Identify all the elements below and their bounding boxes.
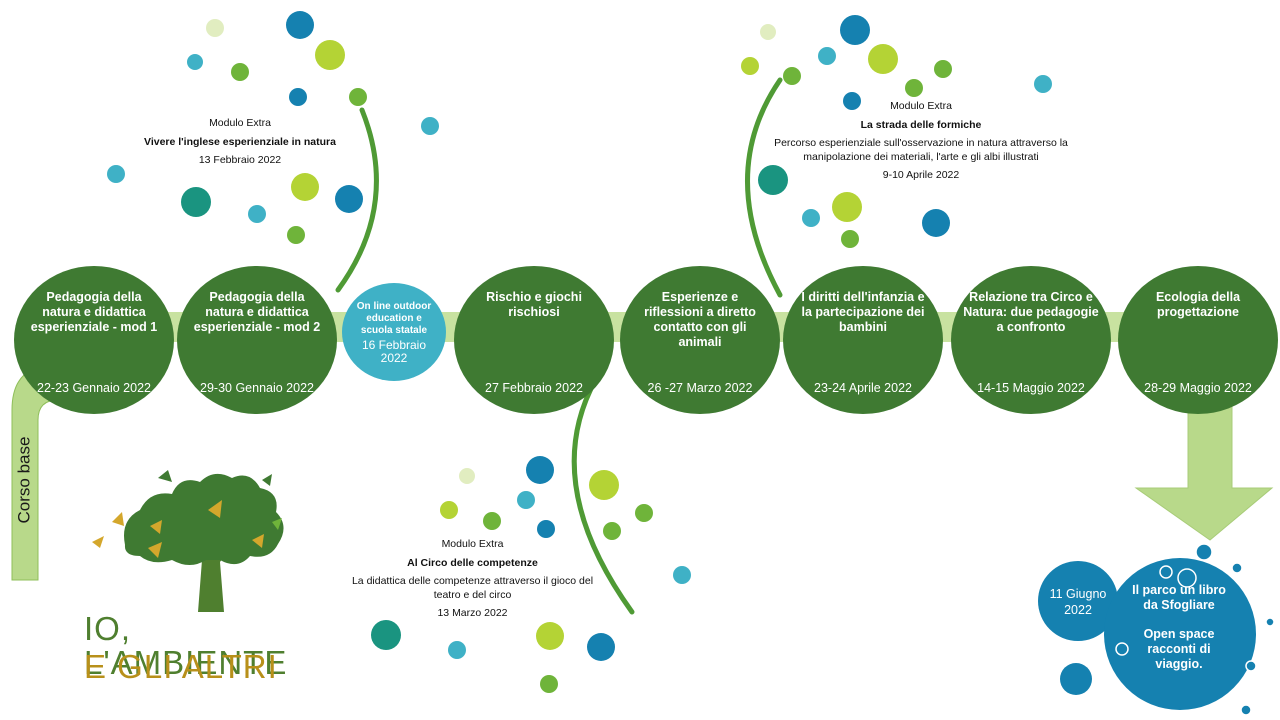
corso-base-label: Corso base (14, 436, 33, 524)
extra-module-2: Modulo Extra La strada delle formiche Pe… (740, 100, 1102, 183)
final-subtitle: Open space racconti di viaggio. (1143, 627, 1215, 671)
extra-date: 9-10 Aprile 2022 (882, 169, 960, 181)
timeline-node-6: I diritti dell'infanzia e la partecipazi… (783, 266, 943, 414)
node-title: Pedagogia della natura e didattica esper… (30, 290, 158, 334)
node-date: 28-29 Maggio 2022 (1144, 381, 1252, 395)
extra-date: 13 Marzo 2022 (437, 607, 508, 619)
extra-title: Vivere l'inglese esperienziale in natura (144, 135, 336, 148)
node-date: 22-23 Gennaio 2022 (37, 381, 151, 395)
node-date: 23-24 Aprile 2022 (814, 381, 912, 395)
extra-label: Modulo Extra (890, 100, 952, 112)
final-date: 11 Giugno 2022 (1049, 587, 1107, 617)
extra-title: La strada delle formiche (860, 118, 982, 131)
node-title: Relazione tra Circo e Natura: due pedago… (963, 290, 1099, 334)
final-event: Il parco un libro da Sfogliare Open spac… (1126, 583, 1232, 672)
extra-module-3: Modulo Extra Al Circo delle competenze L… (345, 538, 600, 621)
node-date: 16 Febbraio 2022 (361, 338, 427, 365)
node-date: 27 Febbraio 2022 (485, 381, 583, 395)
timeline-node-7: Relazione tra Circo e Natura: due pedago… (951, 266, 1111, 414)
timeline-node-8: Ecologia della progettazione 28-29 Maggi… (1118, 266, 1278, 414)
extra-title: Al Circo delle competenze (407, 556, 538, 569)
extra-module-1: Modulo Extra Vivere l'inglese esperienzi… (120, 117, 360, 168)
timeline-node-1: Pedagogia della natura e didattica esper… (14, 266, 174, 414)
node-date: 29-30 Gennaio 2022 (200, 381, 314, 395)
node-title: Pedagogia della natura e didattica esper… (193, 290, 321, 334)
extra-label: Modulo Extra (209, 117, 271, 129)
timeline-node-3: On line outdoor education e scuola stata… (342, 283, 446, 381)
timeline-node-4: Rischio e giochi rischiosi 27 Febbraio 2… (454, 266, 614, 414)
extra-description: Percorso esperienziale sull'osservazione… (774, 137, 1068, 163)
extra-description: La didattica delle competenze attraverso… (351, 575, 594, 601)
extra-date: 13 Febbraio 2022 (198, 154, 282, 166)
logo-line-2: E GLI ALTRI (84, 648, 278, 685)
down-arrow (1134, 399, 1274, 541)
timeline-node-2: Pedagogia della natura e didattica esper… (177, 266, 337, 414)
node-title: On line outdoor education e scuola stata… (356, 301, 432, 336)
dot-cluster-3 (371, 456, 691, 693)
timeline-node-5: Esperienze e riflessioni a diretto conta… (620, 266, 780, 414)
dot-cluster-1 (107, 11, 439, 244)
tree-logo-icon (92, 470, 284, 612)
extra-label: Modulo Extra (441, 538, 504, 550)
dot-cluster-2 (741, 15, 1052, 248)
arc-extra-1 (335, 107, 379, 293)
node-date: 14-15 Maggio 2022 (977, 381, 1085, 395)
node-title: Esperienze e riflessioni a diretto conta… (644, 290, 756, 349)
logo-line-1: IO, L'AMBIENTE (84, 610, 288, 681)
node-title: Ecologia della progettazione (1155, 290, 1241, 319)
arc-extra-2 (745, 77, 783, 298)
node-date: 26 -27 Marzo 2022 (647, 381, 753, 395)
final-title: Il parco un libro da Sfogliare (1132, 583, 1226, 612)
node-title: Rischio e giochi rischiosi (486, 290, 582, 319)
final-bubbles (1038, 543, 1275, 716)
node-title: I diritti dell'infanzia e la partecipazi… (801, 290, 925, 334)
